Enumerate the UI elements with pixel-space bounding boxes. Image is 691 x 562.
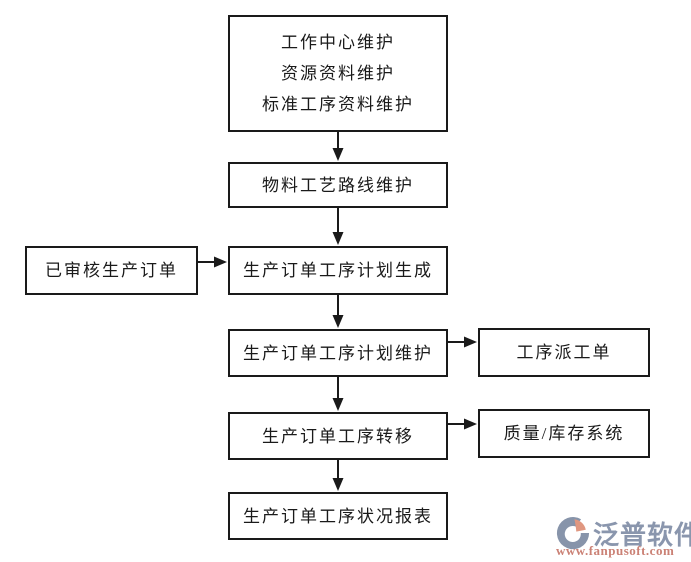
arrow-routing-to-generate [332,208,344,245]
node-plan-maintain-label: 生产订单工序计划维护 [243,343,433,363]
node-approved-order: 已审核生产订单 [25,246,198,295]
node-dispatch-order-label: 工序派工单 [516,343,612,362]
node-process-transfer-label: 生产订单工序转移 [262,426,414,446]
arrow-transfer-to-quality [447,418,477,430]
arrow-maintain-to-dispatch [447,336,477,348]
node-status-report: 生产订单工序状况报表 [228,492,448,540]
node-master-data-line-1: 工作中心维护 [281,33,395,52]
node-quality-inventory: 质量/库存系统 [478,409,650,458]
node-master-data: 工作中心维护 资源资料维护 标准工序资料维护 [228,15,448,132]
fanpu-logo-name: 泛普软件 [593,520,691,550]
node-plan-maintain: 生产订单工序计划维护 [228,329,448,377]
fanpu-logo-url: www.fanpusoft.com [556,543,675,558]
node-master-data-line-3: 标准工序资料维护 [262,95,414,114]
node-routing-maintain: 物料工艺路线维护 [228,162,448,208]
node-master-data-line-2: 资源资料维护 [281,64,395,83]
arrow-transfer-to-report [332,460,344,491]
fanpu-logo-icon [556,517,590,550]
arrow-master-to-routing [332,132,344,161]
arrow-maintain-to-transfer [332,377,344,411]
arrow-approved-to-generate [198,256,227,268]
arrow-generate-to-maintain [332,295,344,328]
node-dispatch-order: 工序派工单 [478,328,650,377]
node-status-report-label: 生产订单工序状况报表 [243,506,433,526]
node-quality-inventory-label: 质量/库存系统 [503,424,625,443]
node-routing-maintain-label: 物料工艺路线维护 [262,175,414,195]
node-plan-generate-label: 生产订单工序计划生成 [243,261,433,280]
node-plan-generate: 生产订单工序计划生成 [228,246,448,295]
node-approved-order-label: 已审核生产订单 [45,261,178,280]
fanpu-logo: 泛普软件 www.fanpusoft.com [555,514,691,559]
node-process-transfer: 生产订单工序转移 [228,412,448,460]
